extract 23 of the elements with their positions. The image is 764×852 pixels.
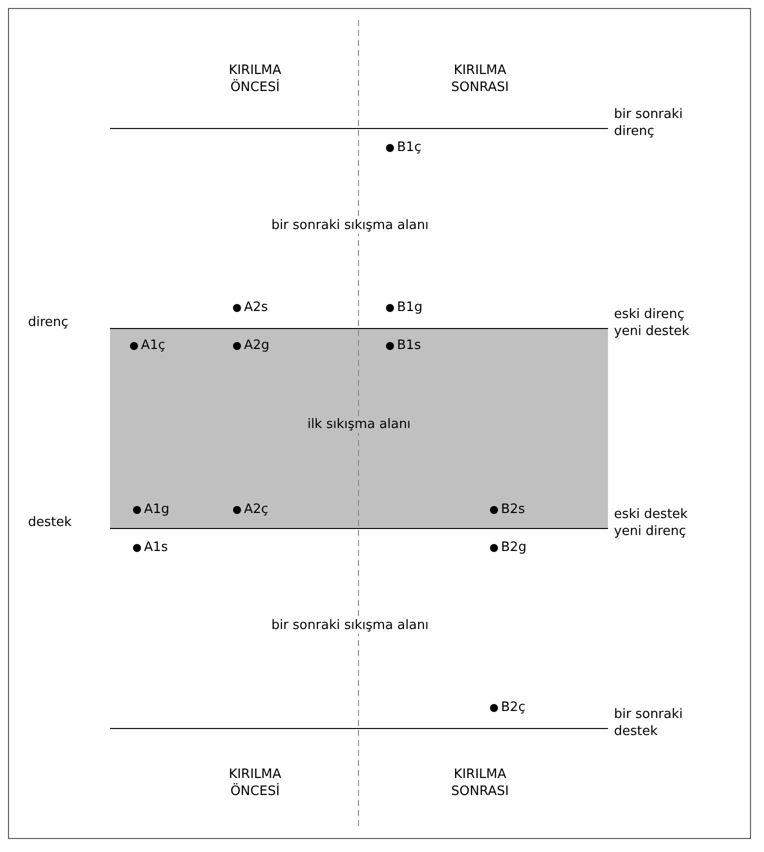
column-heading: KIRILMA ÖNCESİ (228, 766, 282, 800)
point-label: A1s (144, 539, 168, 556)
level-label: eski direnç yeni destek (614, 306, 690, 340)
column-heading: KIRILMA SONRASI (450, 766, 510, 800)
point-label: A1g (144, 501, 170, 518)
level-label: eski destek yeni direnç (614, 506, 689, 540)
point-label: A2s (244, 299, 268, 316)
level-label: direnç (28, 314, 68, 331)
level-label: destek (28, 514, 72, 531)
point-label: B1g (397, 299, 422, 316)
point-label: B1s (397, 337, 421, 354)
point-label: B1ç (397, 139, 422, 156)
point-label: A2ç (244, 501, 268, 518)
point-label: B2ç (501, 699, 526, 716)
level-label: bir sonraki direnç (614, 106, 684, 140)
column-heading: KIRILMA ÖNCESİ (228, 62, 282, 96)
column-heading: KIRILMA SONRASI (450, 62, 510, 96)
point-label: A2g (244, 337, 270, 354)
point-label: A1ç (141, 337, 166, 354)
point-label: B2s (501, 501, 525, 518)
shaded-zone (110, 328, 608, 528)
point-label: B2g (501, 539, 526, 556)
level-label: bir sonraki destek (614, 706, 684, 740)
